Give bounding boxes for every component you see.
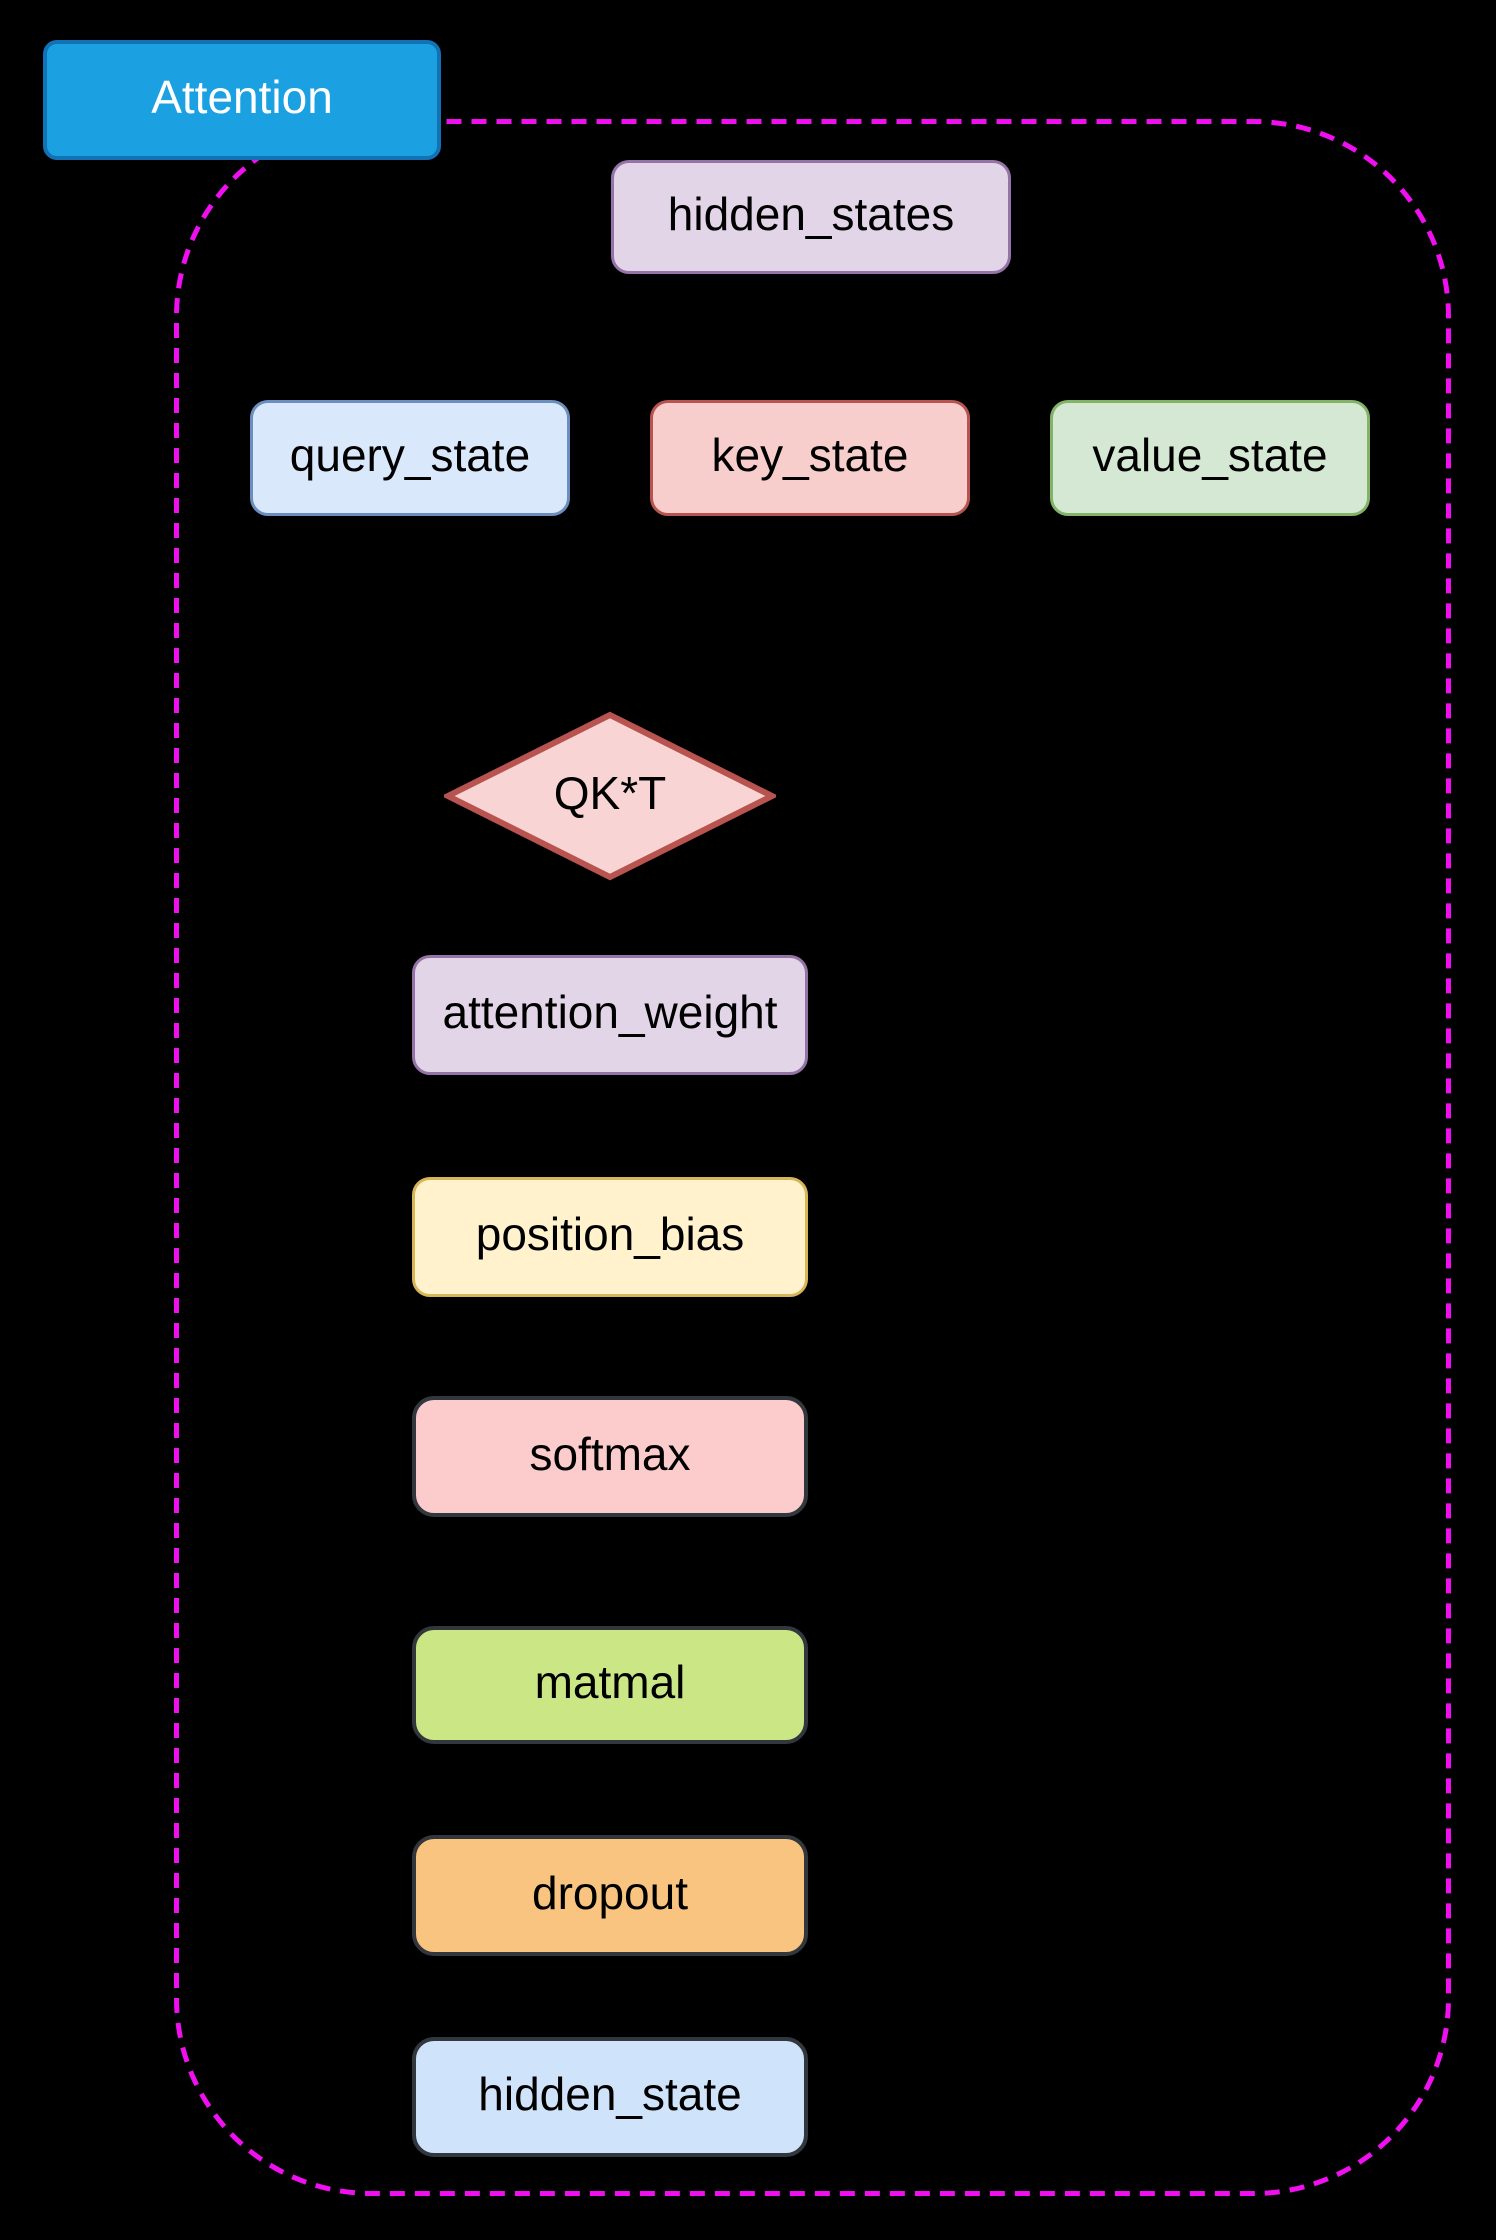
node-hidden-state-label: hidden_state bbox=[478, 2068, 742, 2120]
node-position-bias-label: position_bias bbox=[475, 1208, 745, 1260]
node-hidden-states: hidden_states bbox=[611, 160, 1011, 274]
node-hidden-states-label: hidden_states bbox=[667, 188, 955, 240]
node-position-bias: position_bias bbox=[412, 1177, 808, 1297]
node-key-state-label: key_state bbox=[711, 429, 909, 481]
node-attention-weight-label: attention_weight bbox=[442, 986, 778, 1038]
node-query-state: query_state bbox=[250, 400, 570, 516]
node-matmal: matmal bbox=[412, 1626, 808, 1744]
qkt-diamond-shape bbox=[444, 711, 776, 881]
dashed-boundary-rect bbox=[174, 119, 1451, 2196]
node-value-state-label: value_state bbox=[1092, 429, 1328, 481]
node-attention-group-title: Attention bbox=[43, 40, 441, 160]
node-dropout: dropout bbox=[412, 1835, 808, 1956]
node-hidden-state: hidden_state bbox=[412, 2037, 808, 2157]
node-softmax-label: softmax bbox=[529, 1427, 691, 1480]
node-qkt-diamond: QK*T bbox=[444, 711, 776, 881]
node-softmax: softmax bbox=[412, 1396, 808, 1517]
node-value-state: value_state bbox=[1050, 400, 1370, 516]
node-key-state: key_state bbox=[650, 400, 970, 516]
node-dropout-label: dropout bbox=[531, 1866, 688, 1919]
qkt-diamond-svg bbox=[444, 711, 776, 881]
node-attention-weight: attention_weight bbox=[412, 955, 808, 1075]
node-attention-group-title-label: Attention bbox=[151, 71, 333, 123]
node-query-state-label: query_state bbox=[289, 429, 531, 481]
node-qkt-label: QK*T bbox=[553, 767, 667, 819]
node-matmal-label: matmal bbox=[534, 1656, 686, 1708]
